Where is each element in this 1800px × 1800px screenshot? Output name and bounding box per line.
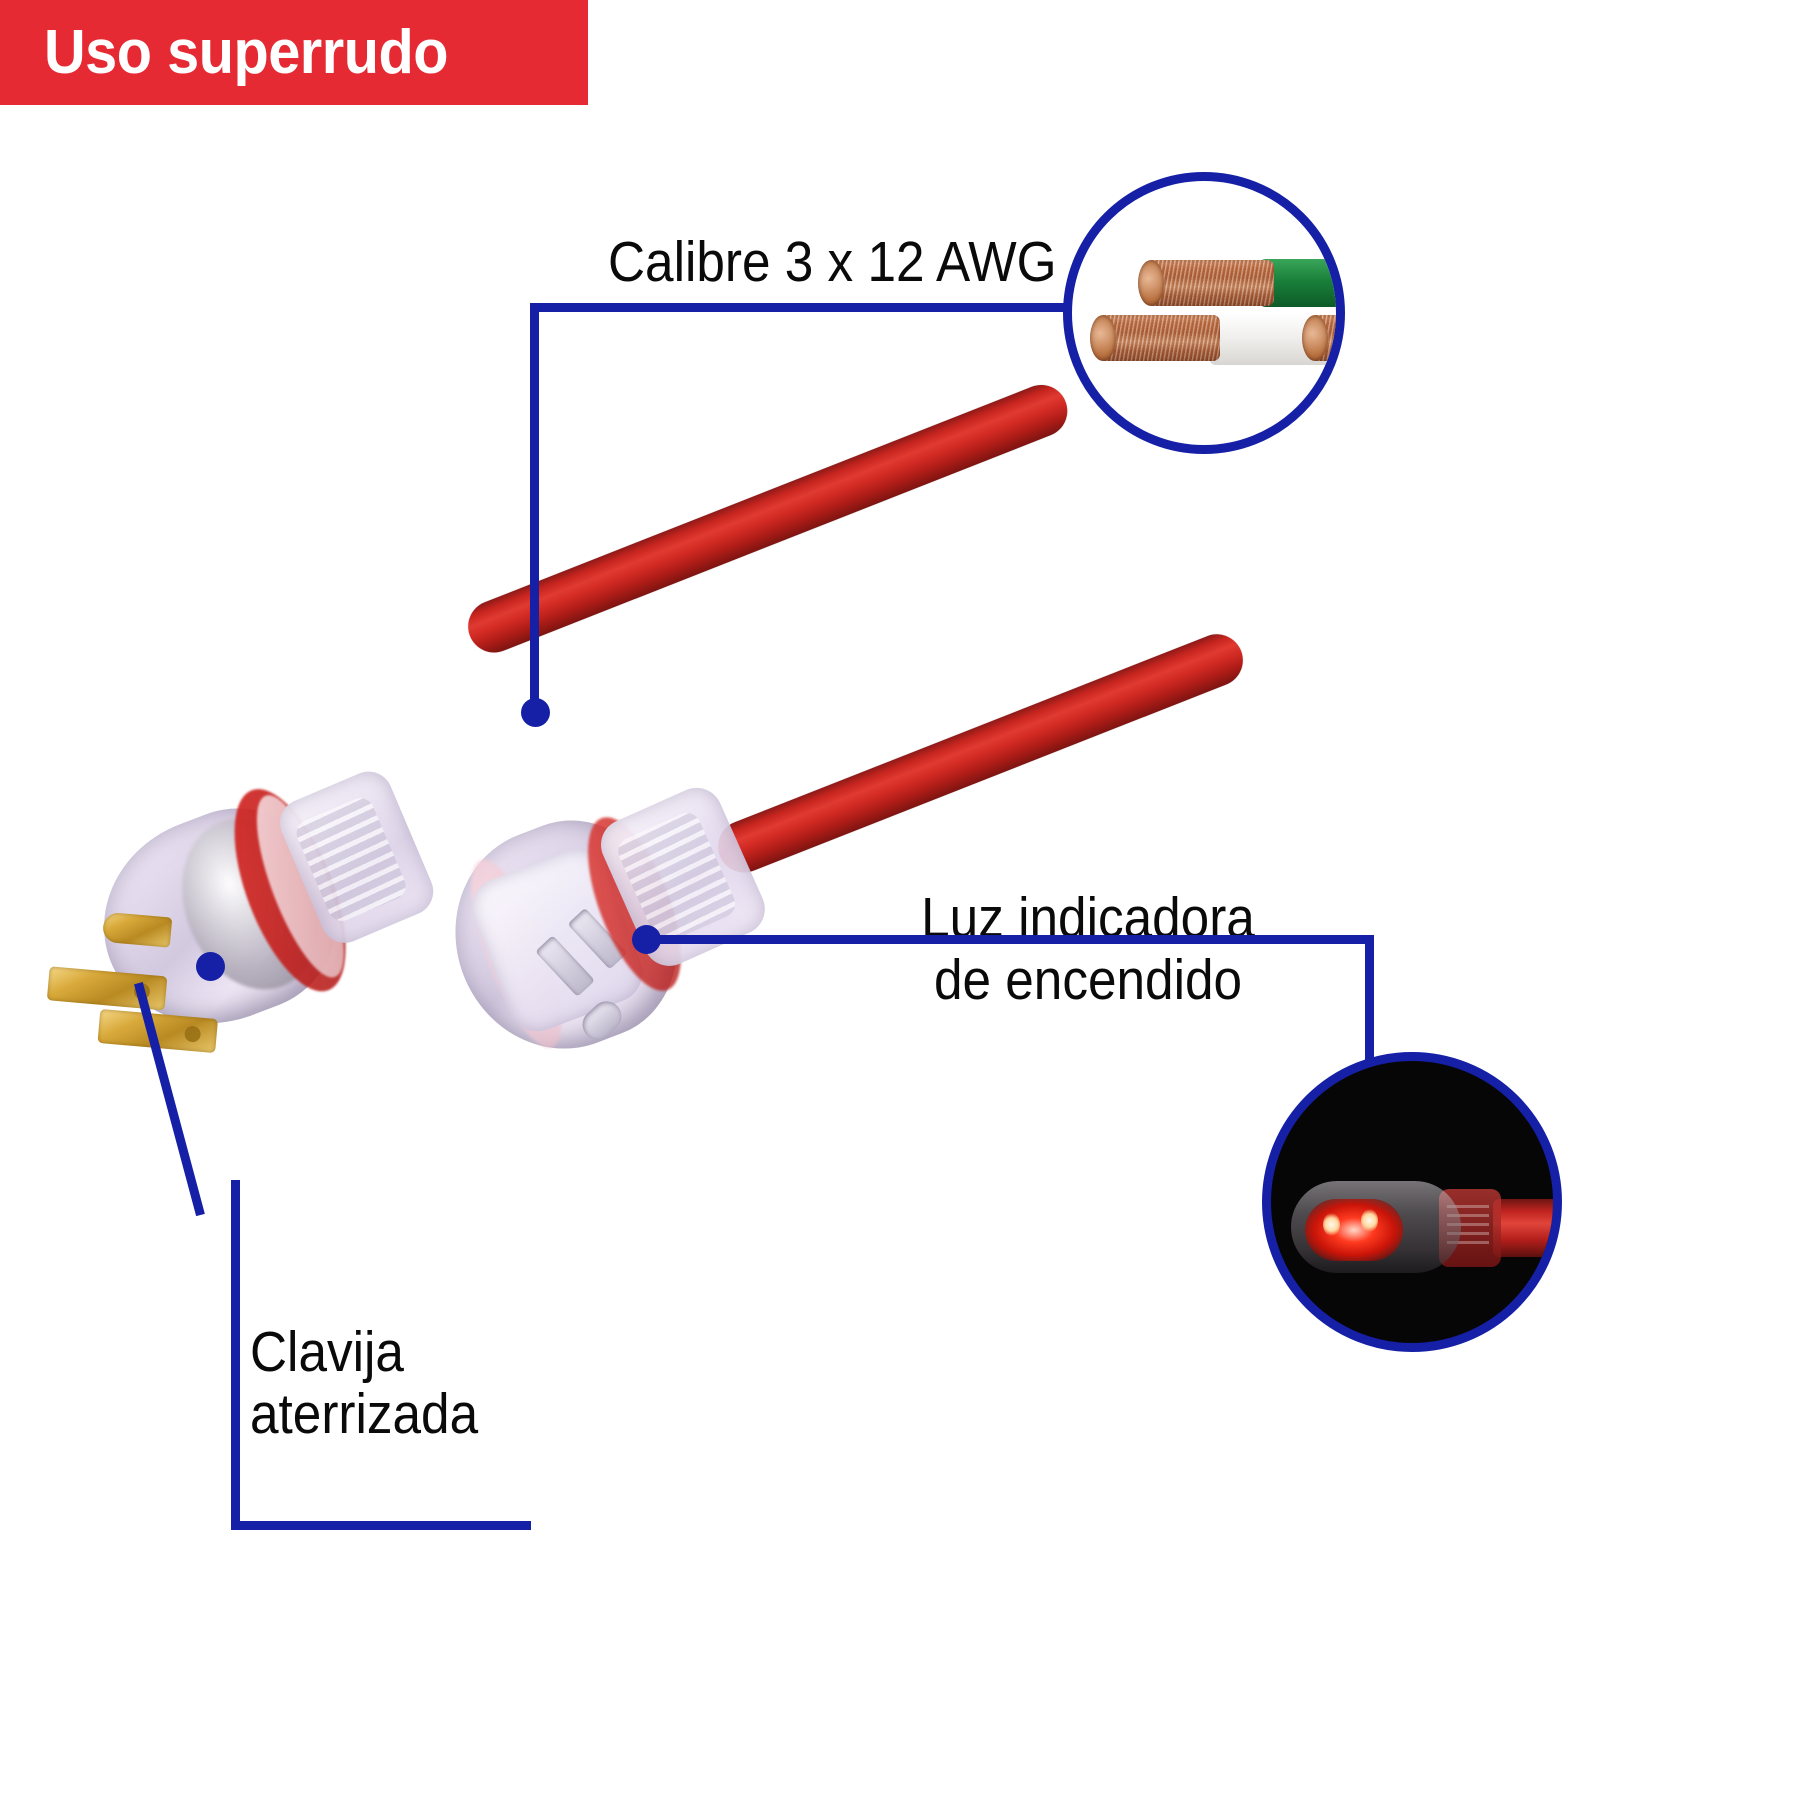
callout-label-indicator-light: Luz indicadora de encendido bbox=[899, 887, 1277, 1012]
callout-label-grounded-plug-line1: Clavija bbox=[250, 1320, 404, 1384]
led-lit-inset bbox=[1262, 1052, 1562, 1352]
leader-line-gauge-vertical bbox=[530, 303, 539, 715]
callout-label-grounded-plug: Clavija aterrizada bbox=[250, 1320, 479, 1446]
prong-hole bbox=[183, 1025, 202, 1043]
lighted-receptacle-graphic bbox=[417, 745, 794, 1105]
leader-line-plug-horizontal bbox=[231, 1521, 531, 1530]
leader-dot-gauge-icon bbox=[521, 698, 550, 727]
ground-prong-icon bbox=[101, 911, 173, 948]
wire-cross-section-inset bbox=[1063, 172, 1345, 454]
cable-lower-segment bbox=[710, 626, 1251, 881]
banner-label: Uso superrudo bbox=[44, 18, 449, 87]
led-spark-2-icon bbox=[1361, 1209, 1378, 1232]
led-spark-1-icon bbox=[1323, 1213, 1340, 1236]
copper-strand-bundle-left bbox=[1098, 315, 1220, 361]
callout-label-gauge: Calibre 3 x 12 AWG bbox=[608, 230, 1057, 294]
product-photo-extension-cord bbox=[0, 377, 1251, 1230]
copper-strand-bundle-upper bbox=[1146, 260, 1274, 306]
leader-line-plug-vertical bbox=[231, 1180, 240, 1530]
leader-line-indicator-horizontal bbox=[646, 935, 1374, 944]
leader-dot-plug-icon bbox=[196, 952, 225, 981]
copper-strand-face-upper bbox=[1138, 260, 1164, 306]
led-glow-icon bbox=[1305, 1199, 1403, 1261]
copper-strand-face-left bbox=[1090, 315, 1116, 361]
cable-upper-segment bbox=[460, 377, 1075, 661]
callout-label-grounded-plug-line2: aterrizada bbox=[250, 1381, 479, 1446]
callout-label-indicator-light-line2: de encendido bbox=[933, 947, 1243, 1012]
led-inset-cable bbox=[1493, 1199, 1553, 1257]
leader-line-gauge-horizontal bbox=[530, 303, 1090, 312]
grounded-plug-graphic bbox=[46, 710, 460, 1071]
copper-strand-face-right bbox=[1302, 315, 1328, 361]
uso-superrudo-banner: Uso superrudo bbox=[0, 0, 588, 105]
